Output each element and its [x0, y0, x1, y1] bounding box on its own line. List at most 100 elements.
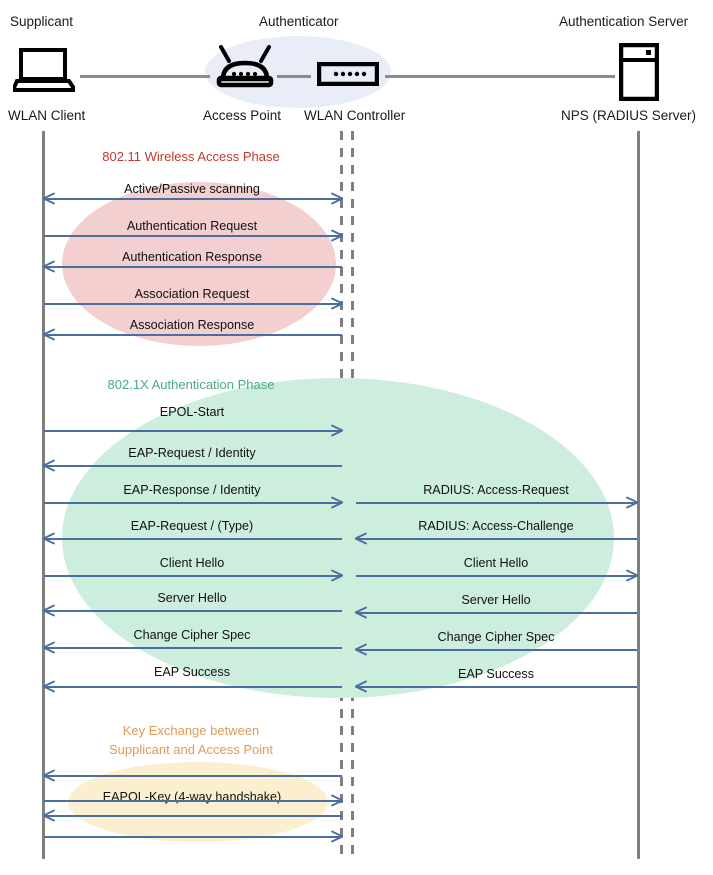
arrow-head-left-icon [43, 641, 55, 654]
wire-controller-to-server [385, 75, 615, 78]
phase-title-key-exchange-line2: Supplicant and Access Point [108, 742, 274, 757]
arrow-head-left-icon [355, 680, 367, 693]
arrow-head-left-icon [43, 459, 55, 472]
arrow-head-left-icon [43, 809, 55, 822]
phase-title-key-exchange-line1: Key Exchange between [122, 723, 260, 738]
message-label-left-2: Authentication Response [121, 250, 263, 264]
arrow-line [356, 502, 637, 504]
message-label-right-3: Server Hello [461, 593, 531, 607]
message-arrow-left-15 [43, 809, 342, 823]
arrow-line [44, 266, 342, 268]
node-role-supplicant: Supplicant [10, 14, 74, 29]
message-label-right-0: RADIUS: Access-Request [423, 483, 569, 497]
arrow-line [44, 775, 342, 777]
arrow-line [356, 538, 637, 540]
arrow-line [44, 334, 342, 336]
arrow-head-right-icon [626, 569, 638, 582]
arrow-head-left-icon [43, 769, 55, 782]
arrow-head-right-icon [331, 229, 343, 242]
message-arrow-left-5 [44, 424, 343, 438]
message-arrow-left-0 [43, 192, 343, 206]
arrow-head-left-icon [43, 328, 55, 341]
arrow-line [44, 575, 342, 577]
message-arrow-left-4 [43, 328, 342, 342]
arrow-line [44, 686, 342, 688]
message-arrow-left-1 [44, 229, 343, 243]
message-arrow-left-12 [43, 680, 342, 694]
message-label-left-5: EPOL-Start [159, 405, 225, 419]
arrow-head-left-icon [43, 680, 55, 693]
arrow-line [44, 430, 342, 432]
message-label-left-8: EAP-Request / (Type) [130, 519, 254, 533]
node-name-wlan-client: WLAN Client [8, 108, 86, 123]
message-label-right-4: Change Cipher Spec [437, 630, 555, 644]
lifeline-supplicant [42, 131, 45, 859]
arrow-head-right-icon [331, 424, 343, 437]
arrow-head-left-icon [43, 532, 55, 545]
arrow-line [356, 612, 637, 614]
wire-client-to-ap [80, 75, 210, 78]
message-label-right-1: RADIUS: Access-Challenge [418, 519, 574, 533]
message-label-right-2: Client Hello [463, 556, 529, 570]
message-arrow-left-2 [43, 260, 342, 274]
arrow-line [356, 686, 637, 688]
server-icon [619, 43, 659, 101]
controller-icon [317, 62, 379, 86]
arrow-line [356, 649, 637, 651]
node-name-wlan-controller: WLAN Controller [304, 108, 406, 123]
laptop-icon [13, 48, 75, 92]
message-arrow-right-0 [356, 496, 638, 510]
arrow-line [44, 303, 342, 305]
message-label-left-12: EAP Success [153, 665, 231, 679]
phase-title-key-exchange: Key Exchange between Supplicant and Acce… [42, 721, 340, 759]
arrow-head-left-icon [43, 192, 55, 205]
node-role-authenticator: Authenticator [259, 14, 339, 29]
arrow-head-right-icon [331, 569, 343, 582]
message-arrow-left-9 [44, 569, 343, 583]
arrow-head-left-icon [355, 643, 367, 656]
message-label-left-11: Change Cipher Spec [133, 628, 251, 642]
wire-ap-to-controller [277, 75, 311, 78]
authenticator-group-blob [205, 36, 391, 108]
message-arrow-right-2 [356, 569, 638, 583]
arrow-head-right-icon [331, 297, 343, 310]
message-label-left-4: Association Response [129, 318, 255, 332]
message-arrow-left-13 [43, 769, 342, 783]
arrow-head-right-icon [331, 830, 343, 843]
message-arrow-left-3 [44, 297, 343, 311]
phase-blob-wireless-access [62, 182, 336, 346]
phase-title-wireless-access: 802.11 Wireless Access Phase [102, 149, 280, 164]
message-label-left-7: EAP-Response / Identity [123, 483, 261, 497]
arrow-head-left-icon [43, 604, 55, 617]
arrow-head-right-icon [331, 496, 343, 509]
arrow-line [44, 502, 342, 504]
node-role-auth-server: Authentication Server [559, 14, 689, 29]
arrow-line [44, 647, 342, 649]
message-arrow-left-6 [43, 459, 342, 473]
arrow-line [44, 235, 342, 237]
message-arrow-right-3 [355, 606, 637, 620]
message-label-left-6: EAP-Request / Identity [128, 446, 256, 460]
message-label-left-3: Association Request [134, 287, 250, 301]
message-arrow-right-4 [355, 643, 637, 657]
lifeline-radius-server [637, 131, 640, 859]
arrow-line [44, 465, 342, 467]
message-label-left-10: Server Hello [157, 591, 227, 605]
wireless-router-icon [215, 45, 275, 93]
arrow-line [44, 815, 342, 817]
arrow-head-right-icon [331, 794, 343, 807]
phase-title-dot1x-auth: 802.1X Authentication Phase [107, 377, 275, 392]
message-label-left-0: Active/Passive scanning [124, 182, 260, 196]
message-arrow-right-1 [355, 532, 637, 546]
arrow-head-right-icon [626, 496, 638, 509]
message-arrow-left-11 [43, 641, 342, 655]
message-label-left-1: Authentication Request [126, 219, 258, 233]
message-arrow-left-8 [43, 532, 342, 546]
arrow-line [44, 198, 342, 200]
node-name-nps-radius-server: NPS (RADIUS Server) [561, 108, 697, 123]
arrow-head-left-icon [355, 532, 367, 545]
arrow-line [44, 538, 342, 540]
message-arrow-left-16 [44, 830, 343, 844]
arrow-line [44, 610, 342, 612]
arrow-line [44, 836, 342, 838]
